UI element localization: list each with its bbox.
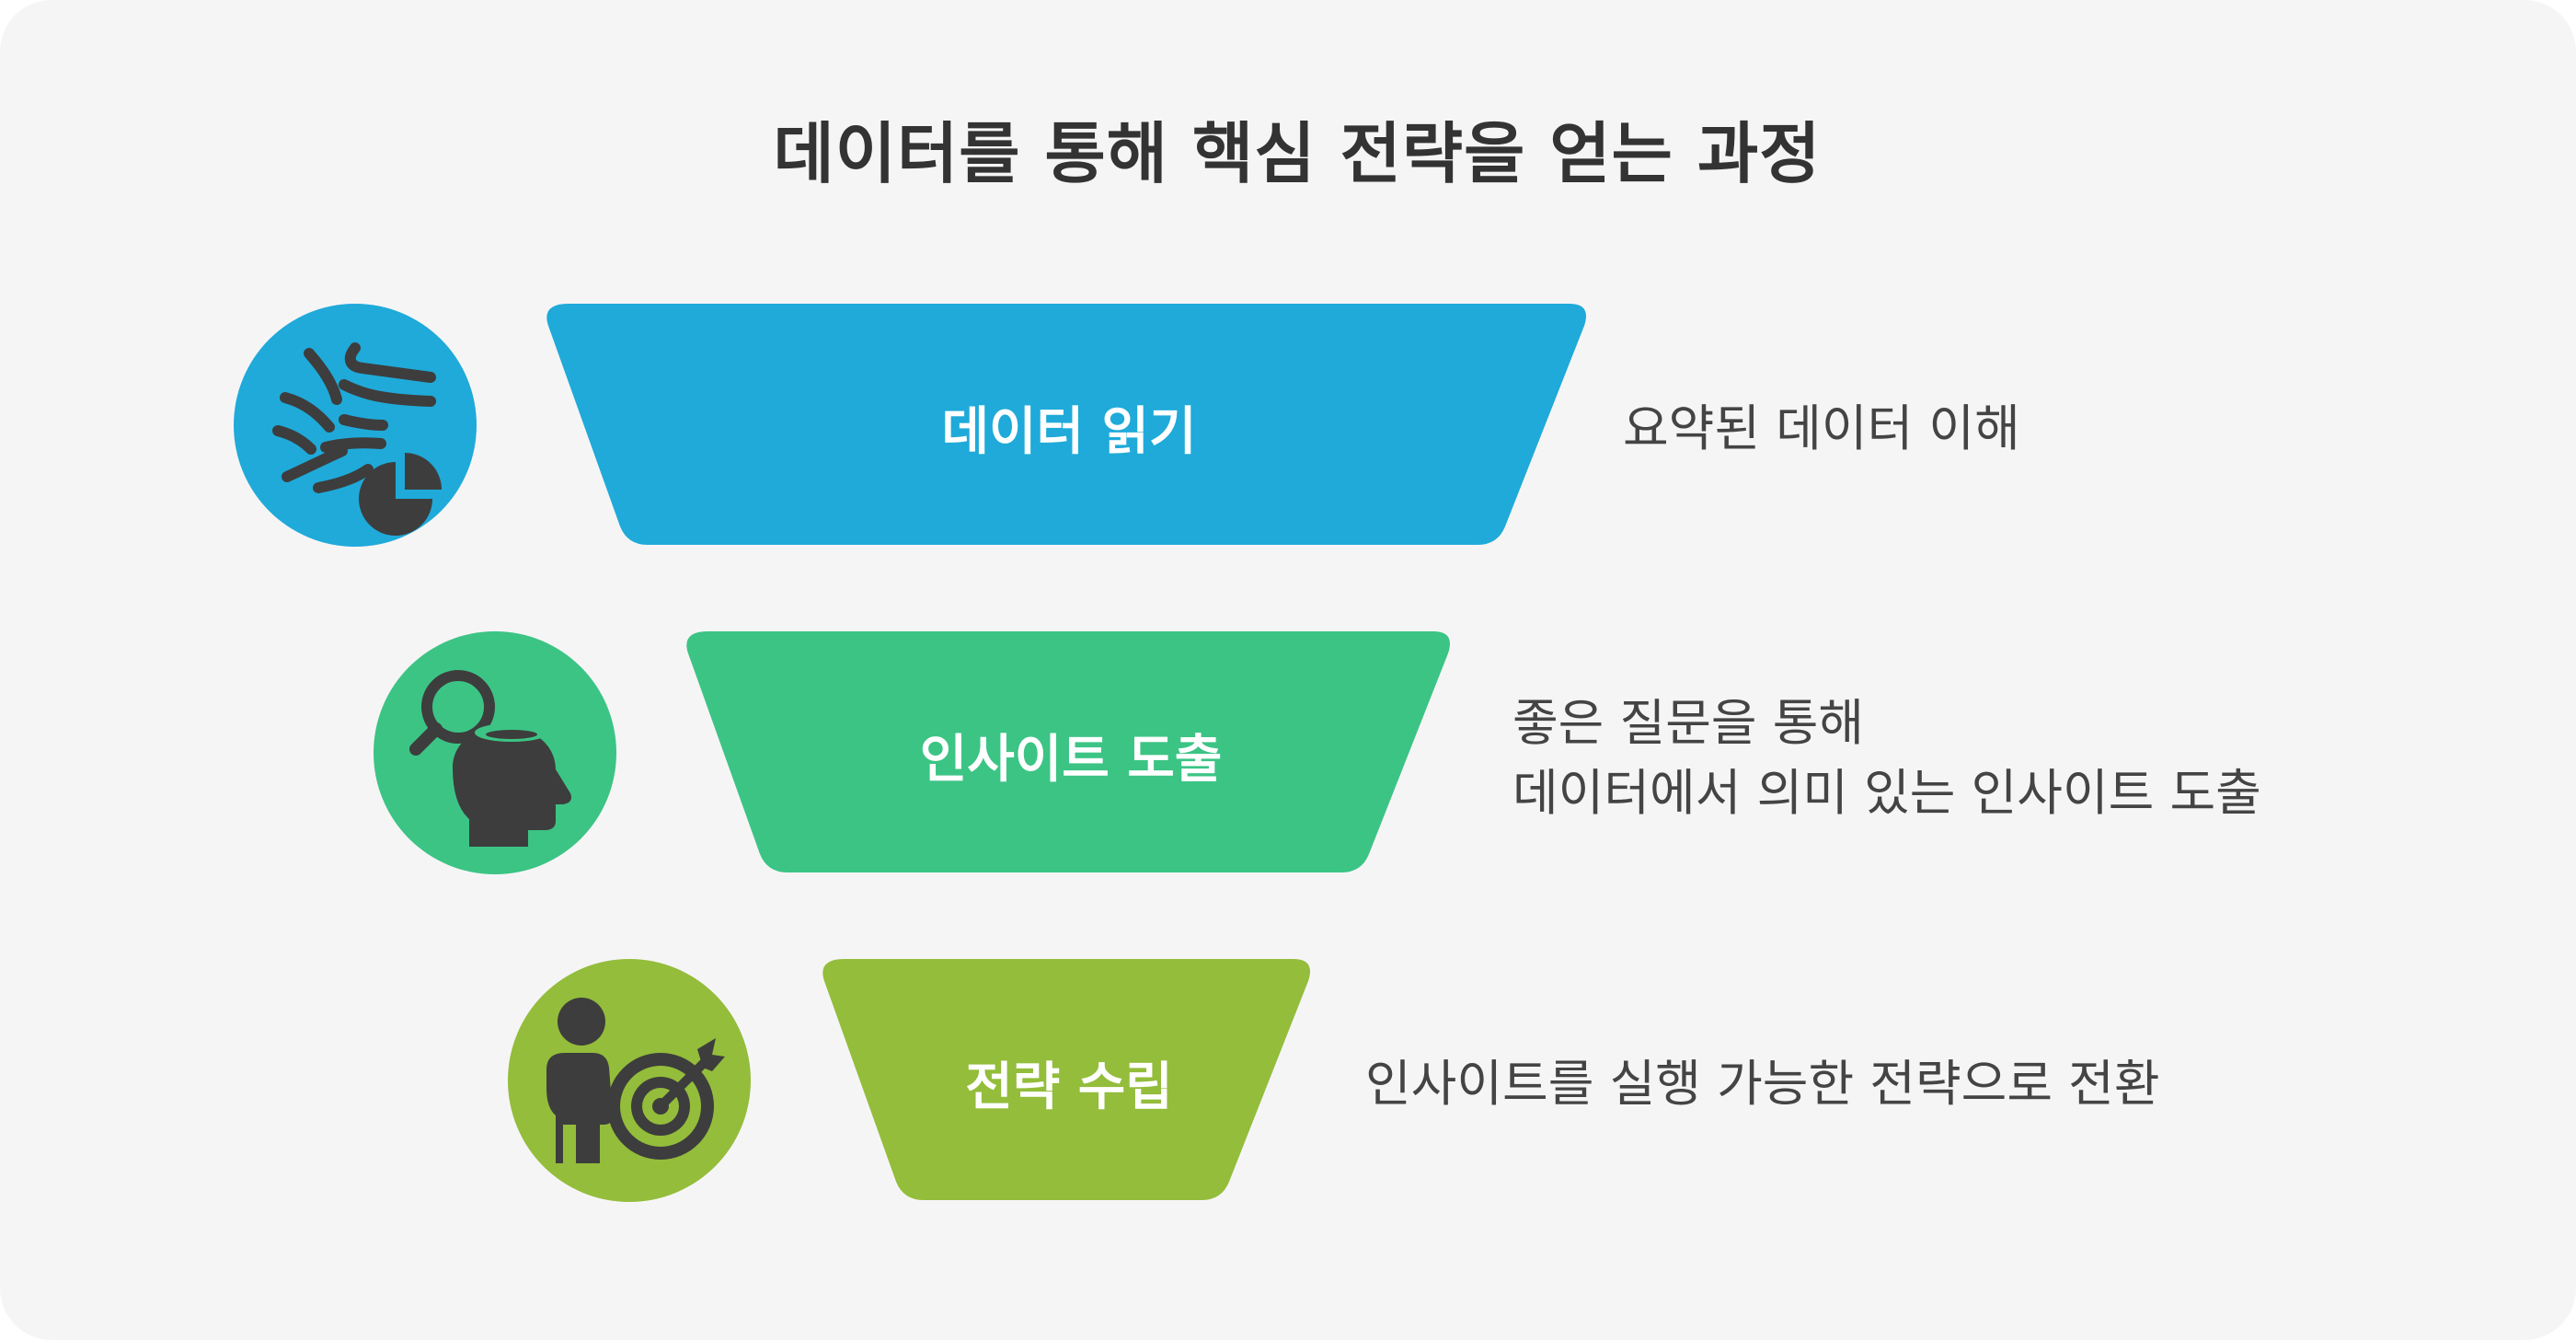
step3-icon-circle — [508, 959, 751, 1202]
data-flow-pie-icon — [272, 342, 442, 536]
diagram-title: 데이터를 통해 핵심 전략을 얻는 과정 — [773, 115, 1822, 192]
step3-label: 전략 수립 — [965, 1057, 1173, 1117]
step3-description-line: 인사이트를 실행 가능한 전략으로 전환 — [1365, 1055, 2160, 1113]
step3-description: 인사이트를 실행 가능한 전략으로 전환 — [1365, 1049, 2160, 1119]
step1-description-line: 요약된 데이터 이해 — [1623, 399, 2020, 457]
step1-icon-circle — [234, 304, 477, 547]
step3-funnel: 전략 수립 — [821, 957, 1317, 1202]
head-magnifier-icon — [409, 670, 571, 847]
step2-label: 인사이트 도출 — [919, 730, 1223, 790]
step2-funnel: 인사이트 도출 — [684, 630, 1457, 874]
step1-label: 데이터 읽기 — [941, 402, 1197, 462]
step2-description-line-2: 데이터에서 의미 있는 인사이트 도출 — [1512, 764, 2261, 822]
person-target-icon — [546, 998, 725, 1163]
step2-icon-circle — [374, 631, 616, 874]
step2-description-line-1: 좋은 질문을 통해 — [1512, 694, 1865, 752]
step1-description: 요약된 데이터 이해 — [1623, 394, 2020, 464]
step1-funnel: 데이터 읽기 — [545, 302, 1593, 547]
step2-description: 좋은 질문을 통해 데이터에서 의미 있는 인사이트 도출 — [1512, 688, 2261, 828]
